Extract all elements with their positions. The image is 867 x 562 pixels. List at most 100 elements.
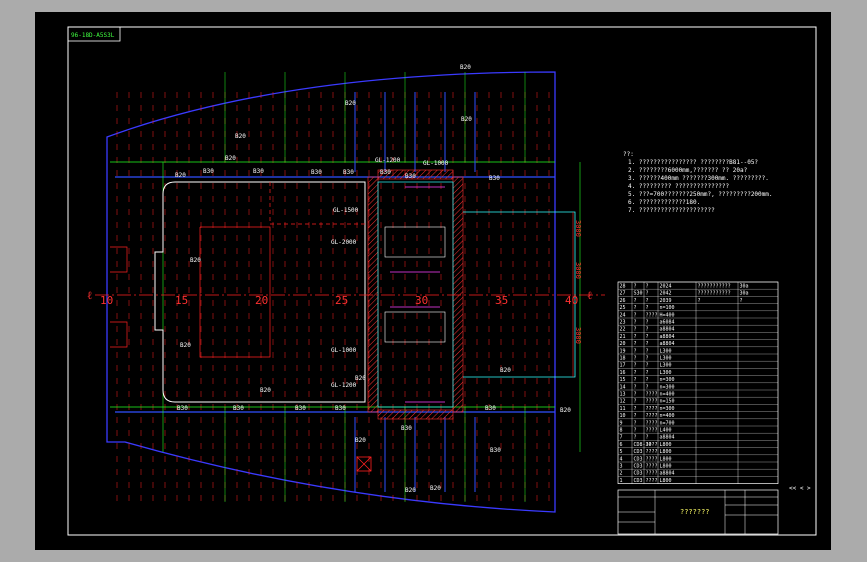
gl-tag: GL-1000 <box>423 160 449 167</box>
schedule-cell: n=700 <box>660 420 675 426</box>
schedule-cell: 28 <box>620 284 626 290</box>
schedule-cell: ? <box>634 435 637 441</box>
title-tag-box <box>67 26 121 42</box>
schedule-cell: ? <box>646 384 649 390</box>
beam-label-b20: B20 <box>175 172 186 179</box>
schedule-cell: ? <box>646 327 649 333</box>
schedule-cell: 4 <box>620 456 623 462</box>
schedule-cell: ? <box>634 320 637 326</box>
schedule-cell: CD3 <box>634 449 643 455</box>
schedule-cell: ??????????? <box>698 284 731 290</box>
schedule-cell: CD3 <box>634 478 643 484</box>
schedule-cell: ???? <box>646 406 658 412</box>
schedule-cell: ???? <box>646 392 658 398</box>
schedule-cell: ? <box>646 305 649 311</box>
beam-label-b20: B20 <box>190 257 201 264</box>
schedule-cell: ? <box>634 384 637 390</box>
axis-mark: 35 <box>495 294 508 307</box>
beam-label-b30: B30 <box>485 405 496 412</box>
schedule-cell: ? <box>646 291 649 297</box>
schedule-cell: a8804 <box>660 327 675 333</box>
note-line-2: 2. ????????6000mm,??????? ?? 20a? <box>628 167 748 174</box>
schedule-cell: L400 <box>660 428 672 434</box>
schedule-cell: ? <box>634 327 637 333</box>
schedule-cell: 20 <box>620 341 626 347</box>
drawing-canvas[interactable]: 96-18D-A5S3L <box>35 12 831 550</box>
schedule-cell: L800 <box>660 456 672 462</box>
schedule-cell: 25 <box>620 305 626 311</box>
schedule-cell: ? <box>634 428 637 434</box>
schedule-cell: 19 <box>620 348 626 354</box>
schedule-cell: 10 <box>620 413 626 419</box>
engine-room <box>377 181 454 408</box>
beam-label-b30: B30 <box>335 405 346 412</box>
schedule-cell: ? <box>698 298 701 304</box>
schedule-cell: n=300 <box>660 377 675 383</box>
note-line-4: 4. ????????? ??????????????? <box>628 183 730 190</box>
schedule-cell: CD3 <box>634 456 643 462</box>
note-line-5: 5. ???=700???????250mm?, ?????????200mm. <box>628 191 773 198</box>
hold-outline <box>154 181 366 403</box>
schedule-cell: 24 <box>620 312 626 318</box>
schedule-cell: n=400 <box>660 413 675 419</box>
schedule-cell: H=400 <box>660 312 675 318</box>
beam-label-b30: B30 <box>405 173 416 180</box>
schedule-cell: ? <box>646 334 649 340</box>
beam-label-b30: B30 <box>343 169 354 176</box>
schedule-cell: L800 <box>660 478 672 484</box>
schedule-cell: 13 <box>620 392 626 398</box>
page-nav[interactable]: << < > <box>789 485 811 492</box>
hull-outline <box>106 71 556 513</box>
note-line-6: 6. ?????????????180. <box>628 199 700 206</box>
schedule-cell: L800 <box>660 442 672 448</box>
beam-label-b30: B30 <box>177 405 188 412</box>
axis-mark: 10 <box>100 294 113 307</box>
beam-label-b20: B20 <box>260 387 271 394</box>
schedule-cell: ? <box>634 406 637 412</box>
schedule-cell: ???? <box>646 312 658 318</box>
gl-tag: GL-1200 <box>331 382 357 389</box>
axis-mark: 40 <box>565 294 578 307</box>
schedule-cell: ???? <box>646 464 658 470</box>
schedule-cell: ? <box>634 341 637 347</box>
schedule-cell: 5 <box>620 449 623 455</box>
hatched-wall-left <box>367 176 379 413</box>
schedule-cell: ???? <box>646 456 658 462</box>
schedule-cell: L300 <box>660 348 672 354</box>
magenta-members <box>390 186 445 403</box>
schedule-cell: ? <box>634 420 637 426</box>
schedule-cell: 2042 <box>660 291 672 297</box>
schedule-cell: 1 <box>620 478 623 484</box>
schedule-cell: 9 <box>620 420 623 426</box>
schedule-cell: ? <box>740 298 743 304</box>
schedule-cell: ? <box>646 284 649 290</box>
beam-label-b30: B30 <box>490 447 501 454</box>
beam-label-b20: B20 <box>355 437 366 444</box>
schedule-cell: ? <box>646 370 649 376</box>
axis-mark: 25 <box>335 294 348 307</box>
beam-label-b20: B20 <box>345 100 356 107</box>
engine-seat-1 <box>384 226 446 258</box>
beam-label-b20: B20 <box>500 367 511 374</box>
schedule-cell: 23 <box>620 320 626 326</box>
drawing-frame <box>67 26 817 536</box>
beam-label-b20: B20 <box>405 487 416 494</box>
dim-text: 3000 <box>574 220 582 237</box>
inner-red-box <box>199 226 271 358</box>
schedule-cell: 30a <box>740 291 749 297</box>
general-notes: ??: 1. ???????????????? ????????B81--05?… <box>623 151 773 214</box>
schedule-cell: a8804 <box>660 341 675 347</box>
schedule-cell: 11 <box>620 406 626 412</box>
left-stub-top <box>110 246 128 273</box>
beam-label-b30: B30 <box>401 425 412 432</box>
schedule-cell: L300 <box>660 363 672 369</box>
schedule-cell: ???? <box>646 449 658 455</box>
beam-label-b30: B30 <box>489 175 500 182</box>
beam-label-b20: B20 <box>560 407 571 414</box>
schedule-cell: ???? <box>646 428 658 434</box>
beam-label-b30: B30 <box>380 169 391 176</box>
drawing-svg: 96-18D-A5S3L <box>67 26 817 536</box>
